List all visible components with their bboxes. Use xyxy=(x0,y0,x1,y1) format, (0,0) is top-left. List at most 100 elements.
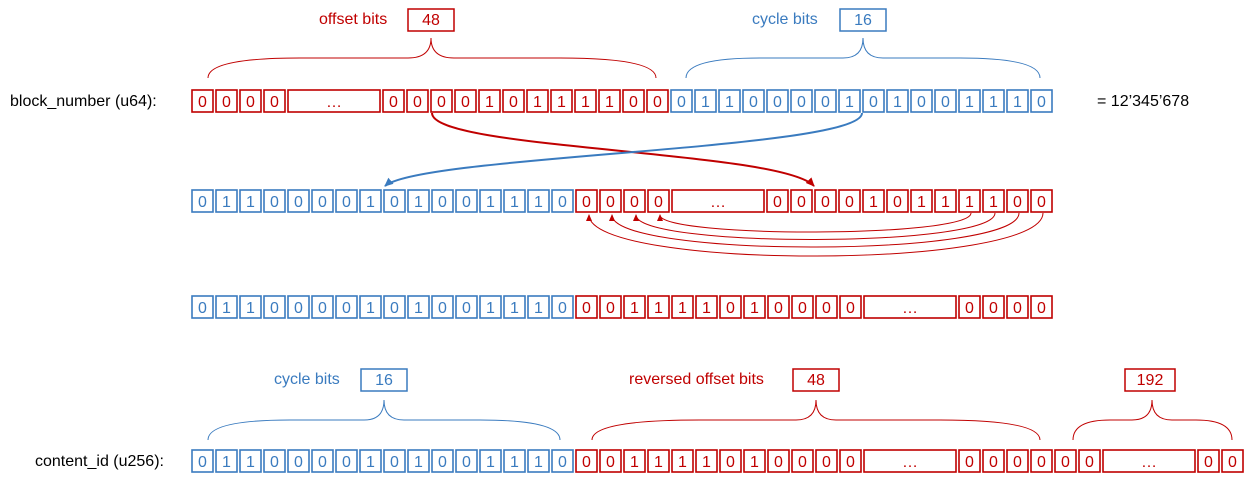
bit-cell xyxy=(239,189,262,213)
bit-value: 0 xyxy=(821,194,830,211)
bit-cell xyxy=(958,295,981,319)
bit-value: 1 xyxy=(246,194,255,211)
bit-cell xyxy=(215,295,238,319)
bit-cell xyxy=(1030,449,1053,473)
bit-cell xyxy=(719,295,742,319)
bit-cell xyxy=(311,449,334,473)
bit-cell xyxy=(551,189,574,213)
bit-value: 0 xyxy=(582,454,591,471)
bit-cell xyxy=(671,189,765,213)
bit-value: 0 xyxy=(630,194,639,211)
bit-cell xyxy=(527,295,550,319)
bit-value: 1 xyxy=(893,94,902,111)
bit-value: 0 xyxy=(198,300,207,317)
bit-cell xyxy=(287,295,310,319)
padding-value: 192 xyxy=(1137,372,1164,389)
bit-cell xyxy=(455,295,478,319)
bit-cell xyxy=(622,89,645,113)
cycle-bits-box xyxy=(839,8,887,32)
bit-value: … xyxy=(710,194,726,211)
bit-value: 0 xyxy=(438,300,447,317)
bit-value: 1 xyxy=(965,194,974,211)
bit-value: 1 xyxy=(486,300,495,317)
bit-cell xyxy=(790,189,813,213)
bit-cell xyxy=(646,89,669,113)
bit-cell xyxy=(862,189,885,213)
bit-cell xyxy=(982,189,1005,213)
bit-value: 0 xyxy=(342,454,351,471)
bit-value: 0 xyxy=(1013,300,1022,317)
bit-value: 0 xyxy=(917,94,926,111)
bit-cell xyxy=(767,449,790,473)
bit-cell xyxy=(215,189,238,213)
bit-value: 1 xyxy=(678,454,687,471)
bit-cell xyxy=(478,89,501,113)
bit-cell xyxy=(934,189,957,213)
bit-cell xyxy=(766,89,789,113)
bit-value: 1 xyxy=(605,94,614,111)
bit-cell xyxy=(263,449,286,473)
bit-value: 0 xyxy=(294,454,303,471)
bit-value: 0 xyxy=(822,454,831,471)
cycle-bits2-value: 16 xyxy=(375,372,393,389)
bit-cell xyxy=(1102,449,1196,473)
bit-cell xyxy=(671,449,694,473)
bit-value: 0 xyxy=(606,300,615,317)
bit-value: 1 xyxy=(533,94,542,111)
bit-cell xyxy=(598,89,621,113)
bit-cell xyxy=(647,295,670,319)
bit-value: 0 xyxy=(1037,454,1046,471)
bit-value: 0 xyxy=(438,454,447,471)
bit-cell xyxy=(838,189,861,213)
bit-cell xyxy=(550,89,573,113)
bit-cell xyxy=(839,295,862,319)
bit-cell xyxy=(430,89,453,113)
bit-cell xyxy=(1006,89,1029,113)
bit-cell xyxy=(407,295,430,319)
bit-value: 1 xyxy=(702,454,711,471)
bit-cell xyxy=(1030,89,1053,113)
bit-cell xyxy=(527,449,550,473)
bit-cell xyxy=(526,89,549,113)
bit-value: 0 xyxy=(893,194,902,211)
bit-value: 0 xyxy=(413,94,422,111)
bit-cell xyxy=(742,89,765,113)
bit-value: 0 xyxy=(629,94,638,111)
bit-cell xyxy=(1078,449,1101,473)
bit-cell xyxy=(191,295,214,319)
bit-value: 0 xyxy=(1037,300,1046,317)
bit-cell xyxy=(1197,449,1220,473)
bit-value: 1 xyxy=(917,194,926,211)
bit-value: 1 xyxy=(1013,94,1022,111)
bit-value: 1 xyxy=(750,454,759,471)
bit-value: 0 xyxy=(294,194,303,211)
bit-cell xyxy=(790,89,813,113)
bit-value: 0 xyxy=(654,194,663,211)
bit-value: 0 xyxy=(462,194,471,211)
block-number-label: block_number (u64): xyxy=(10,93,157,110)
bit-value: 0 xyxy=(318,454,327,471)
bit-value: 0 xyxy=(606,454,615,471)
bit-value: 0 xyxy=(558,300,567,317)
bit-cell xyxy=(503,449,526,473)
bit-value: 0 xyxy=(437,94,446,111)
bit-value: 1 xyxy=(414,454,423,471)
bit-value: 0 xyxy=(941,94,950,111)
bit-cell xyxy=(479,295,502,319)
bit-cell xyxy=(958,449,981,473)
bit-cell xyxy=(215,89,238,113)
bit-cell xyxy=(814,189,837,213)
bit-value: 0 xyxy=(246,94,255,111)
bit-value: 0 xyxy=(965,300,974,317)
bit-value: 0 xyxy=(774,300,783,317)
bit-cell xyxy=(1006,189,1029,213)
bit-cell xyxy=(863,295,957,319)
bit-cell xyxy=(599,449,622,473)
bit-value: 1 xyxy=(222,194,231,211)
cycle-bits-brace xyxy=(685,37,1041,79)
cycle-bits-label: cycle bits xyxy=(752,11,818,28)
bit-value: 1 xyxy=(989,194,998,211)
bit-value: 0 xyxy=(270,300,279,317)
